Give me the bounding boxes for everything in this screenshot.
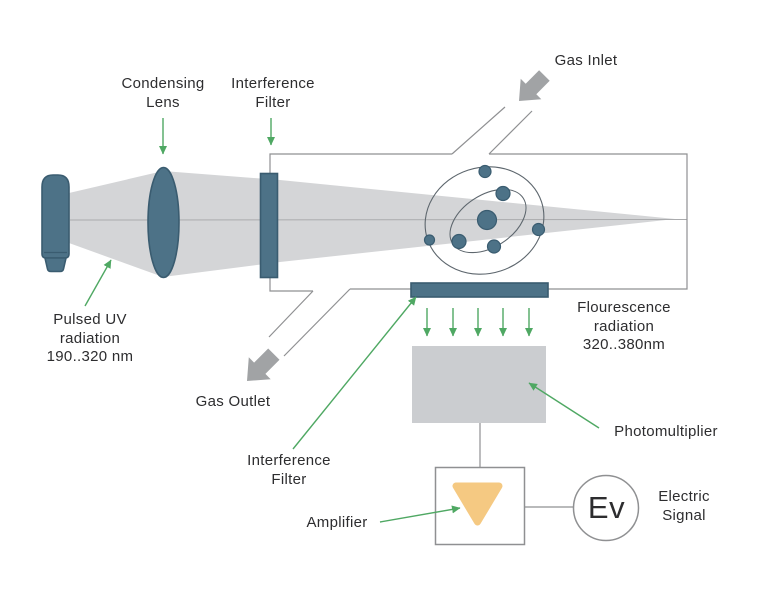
interference-filter-vertical-bar — [259, 172, 279, 279]
uv-lamp — [41, 174, 70, 273]
uv-beam-chamber-segment — [163, 171, 675, 277]
fluorescence-radiation-arrows — [423, 308, 533, 337]
flourescence-radiation-label: Flourescence radiation 320..380nm — [577, 299, 671, 353]
electric-signal-circle — [572, 474, 640, 542]
interference-filter-bottom-pointer — [292, 296, 417, 450]
condensing-lens-label: Condensing Lens — [121, 75, 205, 111]
photomultiplier-box — [412, 346, 546, 423]
photomultiplier-label: Photomultiplier — [614, 423, 718, 440]
amplifier-pointer — [379, 505, 461, 523]
electron — [478, 164, 492, 179]
gas-outlet-channel — [268, 288, 351, 357]
atom-illustration — [423, 164, 546, 275]
gas-inlet-label: Gas Inlet — [554, 52, 618, 69]
electron — [451, 233, 467, 250]
condensing-lens-shape — [147, 166, 180, 279]
amplifier-label: Amplifier — [306, 514, 368, 531]
interference-filter-horizontal-bar — [410, 282, 549, 298]
uv-beam-source-segment — [69, 171, 163, 277]
amplifier-triangle-icon — [452, 482, 503, 526]
interference-filter-top-label: Interference Filter — [231, 75, 315, 111]
electric-signal-symbol: Ev — [587, 490, 626, 525]
electron — [531, 222, 546, 237]
gas-outlet-arrow-icon — [247, 348, 280, 381]
electron — [423, 234, 436, 246]
atom-nucleus — [476, 209, 498, 231]
interference-filter-bottom-label: Interference Filter — [247, 452, 331, 488]
pulsed-uv-radiation-label: Pulsed UV radiation 190..320 nm — [46, 311, 134, 365]
electron — [495, 185, 511, 202]
pointer-arrows — [84, 118, 600, 523]
gas-inlet-channel — [451, 106, 533, 155]
gas-inlet-arrow-icon — [519, 70, 550, 101]
photomultiplier-pointer — [528, 382, 600, 429]
gas-outlet-label: Gas Outlet — [195, 393, 271, 410]
electric-signal-label: Electric Signal — [658, 488, 710, 524]
pulsed-uv-pointer — [84, 259, 112, 307]
electron — [486, 239, 502, 254]
